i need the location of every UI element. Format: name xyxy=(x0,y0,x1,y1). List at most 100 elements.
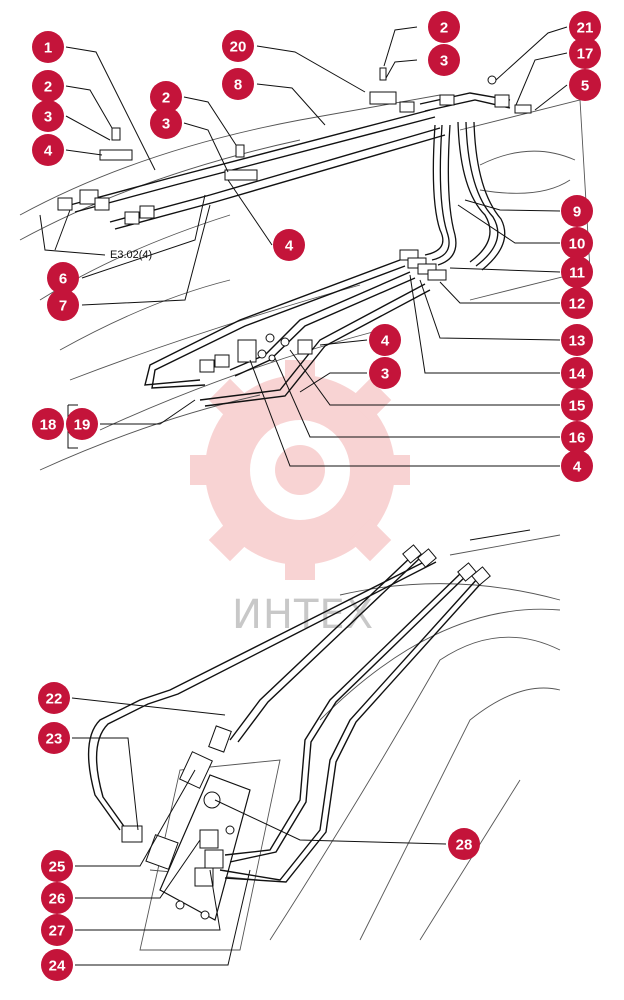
callout-number: 5 xyxy=(581,78,589,95)
upper-assembly: E3.02(4) xyxy=(19,67,591,471)
callout-circle xyxy=(448,828,480,860)
callout-number: 8 xyxy=(234,77,242,94)
callout-number: 12 xyxy=(569,296,586,313)
callout-10: 10 xyxy=(561,227,593,259)
callout-number: 14 xyxy=(569,366,586,383)
callout-circle xyxy=(41,850,73,882)
callout-circle xyxy=(561,287,593,319)
callout-18: 18 xyxy=(32,408,64,440)
callout-7: 7 xyxy=(47,289,79,321)
callout-28: 28 xyxy=(448,828,480,860)
callout-number: 4 xyxy=(573,459,582,476)
callout-circle xyxy=(561,421,593,453)
callout-3: 3 xyxy=(428,44,460,76)
callout-22: 22 xyxy=(38,682,70,714)
callout-circle xyxy=(41,949,73,981)
callout-number: 4 xyxy=(285,238,294,255)
callout-number: 19 xyxy=(74,417,91,434)
callout-5: 5 xyxy=(569,69,601,101)
callout-26: 26 xyxy=(41,882,73,914)
callout-3: 3 xyxy=(32,100,64,132)
callout-number: 20 xyxy=(230,39,247,56)
callout-15: 15 xyxy=(561,389,593,421)
callout-circle xyxy=(561,389,593,421)
callout-circle xyxy=(428,11,460,43)
callout-circle xyxy=(222,68,254,100)
callout-number: 25 xyxy=(49,859,66,876)
callout-circle xyxy=(273,229,305,261)
callout-number: 2 xyxy=(162,90,170,107)
callout-circle xyxy=(569,11,601,43)
callout-circle xyxy=(369,357,401,389)
callout-number: 22 xyxy=(46,691,63,708)
callout-circle xyxy=(569,69,601,101)
callout-circle xyxy=(561,324,593,356)
callout-number: 7 xyxy=(59,298,67,315)
callout-25: 25 xyxy=(41,850,73,882)
callout-12: 12 xyxy=(561,287,593,319)
callout-circle xyxy=(32,134,64,166)
callout-number: 27 xyxy=(49,923,66,940)
callout-number: 9 xyxy=(573,204,581,221)
callout-circle xyxy=(32,31,64,63)
callout-3: 3 xyxy=(150,107,182,139)
callout-2: 2 xyxy=(32,70,64,102)
callout-1: 1 xyxy=(32,31,64,63)
callout-number: 17 xyxy=(577,46,594,63)
callout-number: 3 xyxy=(440,53,448,70)
lower-assembly xyxy=(71,529,561,966)
callout-circle xyxy=(561,450,593,482)
callout-21: 21 xyxy=(569,11,601,43)
callout-circle xyxy=(561,256,593,288)
callout-number: 4 xyxy=(381,333,390,350)
callout-20: 20 xyxy=(222,30,254,62)
callout-number: 28 xyxy=(456,837,473,854)
callout-19: 19 xyxy=(66,408,98,440)
callout-circle xyxy=(222,30,254,62)
callout-2: 2 xyxy=(150,81,182,113)
callout-4: 4 xyxy=(32,134,64,166)
callout-number: 2 xyxy=(44,79,52,96)
callout-circle xyxy=(32,408,64,440)
callout-14: 14 xyxy=(561,357,593,389)
callout-circle xyxy=(38,682,70,714)
callout-circle xyxy=(47,262,79,294)
callout-circle xyxy=(41,882,73,914)
callout-circle xyxy=(32,70,64,102)
callout-number: 1 xyxy=(44,40,52,57)
callout-circle xyxy=(38,722,70,754)
callout-number: 18 xyxy=(40,417,57,434)
callout-circle xyxy=(569,37,601,69)
callout-circle xyxy=(47,289,79,321)
callout-number: 3 xyxy=(381,366,389,383)
callout-number: 6 xyxy=(59,271,67,288)
callout-4: 4 xyxy=(561,450,593,482)
upper-leader-lines xyxy=(65,26,568,467)
callout-number: 13 xyxy=(569,333,586,350)
callout-circle xyxy=(561,357,593,389)
callout-circle xyxy=(66,408,98,440)
callout-circle xyxy=(369,324,401,356)
callout-circle xyxy=(150,81,182,113)
callout-number: 11 xyxy=(569,265,585,282)
callout-number: 24 xyxy=(49,958,66,975)
callout-11: 11 xyxy=(561,256,593,288)
callout-circle xyxy=(150,107,182,139)
callout-circle xyxy=(561,195,593,227)
callout-4: 4 xyxy=(273,229,305,261)
callout-8: 8 xyxy=(222,68,254,100)
callout-number: 4 xyxy=(44,143,53,160)
callout-27: 27 xyxy=(41,914,73,946)
reference-label: E3.02(4) xyxy=(110,249,152,261)
callout-24: 24 xyxy=(41,949,73,981)
callout-circle xyxy=(428,44,460,76)
watermark-text: ИНТЕХ xyxy=(232,592,374,638)
callout-number: 2 xyxy=(440,20,448,37)
callout-circle xyxy=(561,227,593,259)
watermark-gear-logo xyxy=(190,360,410,580)
callout-number: 3 xyxy=(44,109,52,126)
callout-2: 2 xyxy=(428,11,460,43)
callout-16: 16 xyxy=(561,421,593,453)
